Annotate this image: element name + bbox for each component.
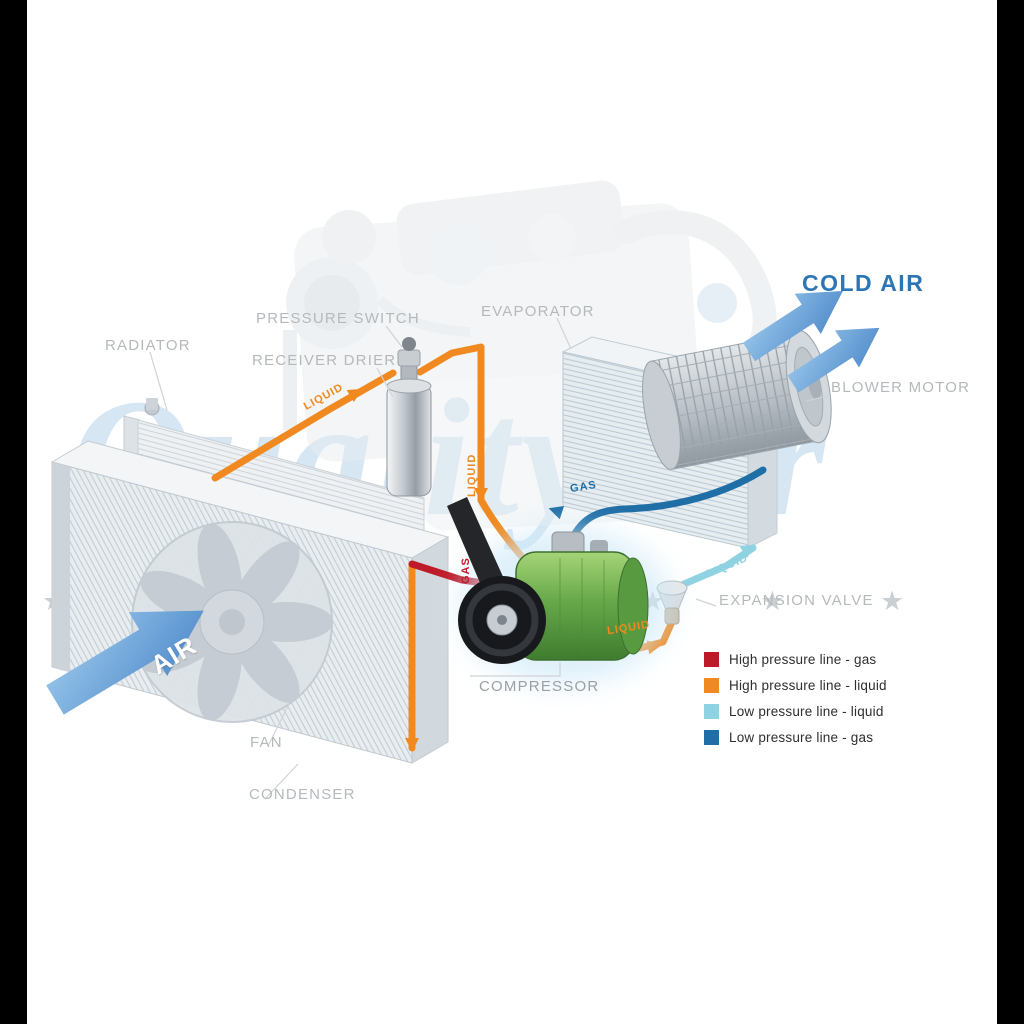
legend-label-lp-liquid: Low pressure line - liquid bbox=[729, 704, 884, 719]
pipe-hp-liquid-condenser-to-drier bbox=[211, 369, 397, 482]
legend-row-lp-gas: Low pressure line - gas bbox=[704, 730, 887, 745]
compressor-pulley bbox=[458, 576, 546, 664]
legend-row-lp-liquid: Low pressure line - liquid bbox=[704, 704, 887, 719]
pipe-hp-liquid-drier-down bbox=[416, 343, 485, 504]
blower-motor-label: BLOWER MOTOR bbox=[831, 379, 971, 396]
receiver-drier-label: RECEIVER DRIER bbox=[252, 352, 397, 369]
legend-swatch-lp-gas bbox=[704, 730, 719, 745]
right-letterbox-bar bbox=[997, 0, 1024, 1024]
compressor-label: COMPRESSOR bbox=[479, 678, 600, 695]
pipe-label-liquid-vertical: LIQUID bbox=[466, 453, 478, 497]
cold-air-arrows bbox=[743, 291, 880, 393]
pipe-label-gas-red: GAS bbox=[460, 557, 472, 584]
condenser-label: CONDENSER bbox=[249, 786, 356, 803]
legend-swatch-hp-gas bbox=[704, 652, 719, 667]
legend-swatch-lp-liquid bbox=[704, 704, 719, 719]
evaporator-label: EVAPORATOR bbox=[481, 303, 595, 320]
compressor bbox=[447, 497, 670, 684]
cooling-fan bbox=[131, 521, 333, 723]
pressure-switch bbox=[397, 337, 421, 367]
fan-label: FAN bbox=[250, 734, 283, 751]
leader-lines bbox=[149, 317, 829, 799]
pressure-switch-label: PRESSURE SWITCH bbox=[256, 310, 420, 327]
air-arrow bbox=[46, 610, 204, 715]
legend-swatch-hp-liquid bbox=[704, 678, 719, 693]
receiver-drier bbox=[386, 337, 432, 497]
legend-row-hp-gas: High pressure line - gas bbox=[704, 652, 887, 667]
pipe-lp-gas-evaporator-to-compressor bbox=[566, 466, 767, 547]
legend: High pressure line - gas High pressure l… bbox=[704, 652, 887, 745]
legend-label-hp-liquid: High pressure line - liquid bbox=[729, 678, 887, 693]
legend-label-lp-gas: Low pressure line - gas bbox=[729, 730, 874, 745]
expansion-valve-label: EXPANSION VALVE bbox=[719, 592, 874, 609]
left-letterbox-bar bbox=[0, 0, 27, 1024]
blower-motor bbox=[642, 330, 832, 470]
pipe-lp-liquid-valve-to-evaporator bbox=[680, 544, 757, 588]
legend-label-hp-gas: High pressure line - gas bbox=[729, 652, 877, 667]
cold-air-label: COLD AIR bbox=[802, 270, 925, 296]
legend-row-hp-liquid: High pressure line - liquid bbox=[704, 678, 887, 693]
radiator-label: RADIATOR bbox=[105, 337, 191, 354]
